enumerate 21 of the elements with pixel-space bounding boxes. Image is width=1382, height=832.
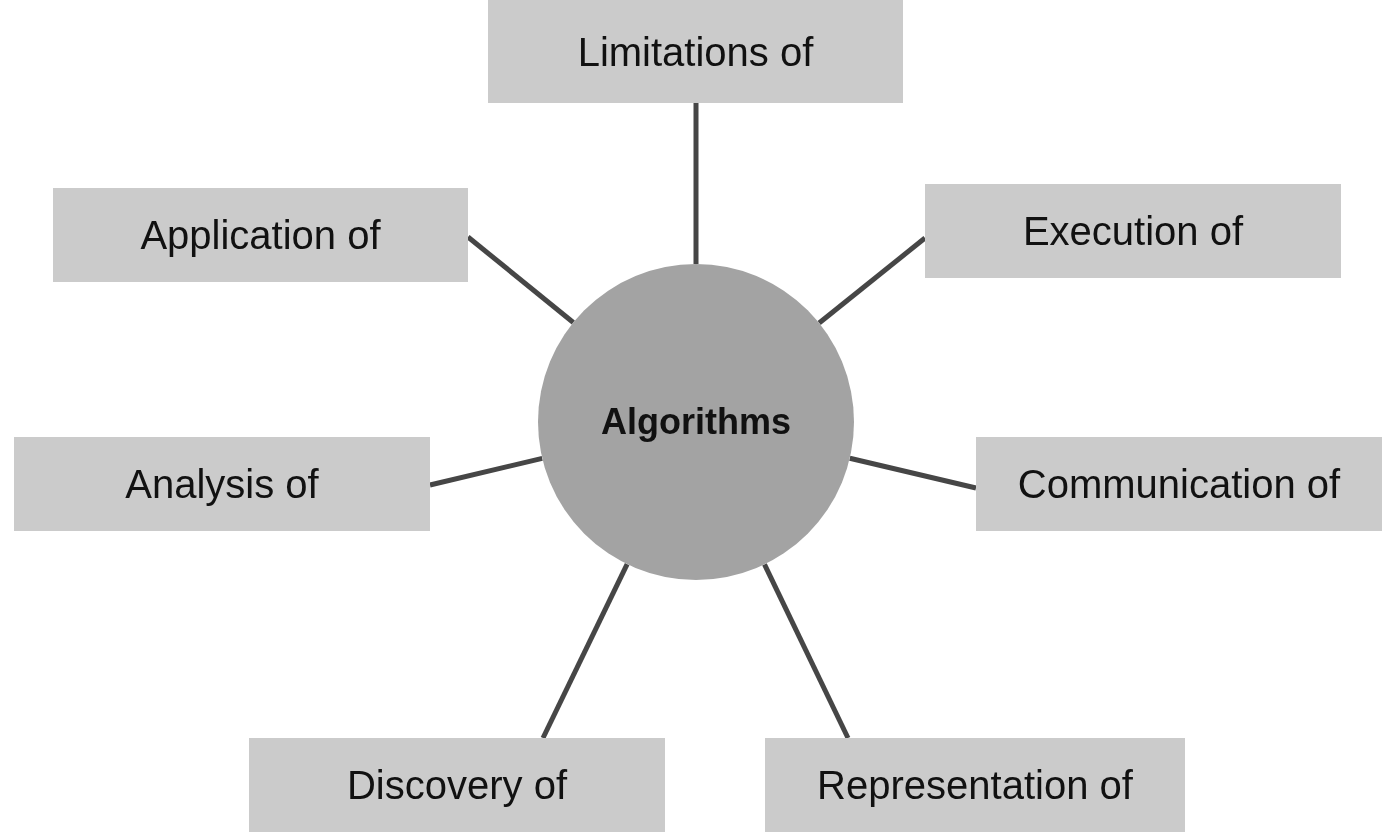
topic-label: Execution of (1022, 208, 1244, 255)
connector-line (540, 563, 630, 740)
connector-line (817, 236, 927, 325)
connector-line (762, 563, 851, 740)
topic-label: Limitations of (577, 28, 814, 76)
topic-label: Communication of (1017, 461, 1341, 508)
connector-line (429, 455, 543, 488)
topic-box (14, 437, 430, 531)
topic-box (53, 188, 468, 282)
topic-box (925, 184, 1341, 278)
center-label: Algorithms (601, 400, 791, 444)
topic-label: Application of (140, 212, 381, 259)
topic-box (976, 437, 1382, 531)
connector-line (693, 103, 699, 264)
topic-box (488, 0, 903, 103)
connector-line (849, 455, 977, 491)
topic-box (765, 738, 1185, 832)
topic-label: Analysis of (125, 461, 319, 508)
topic-box (249, 738, 665, 832)
topic-label: Discovery of (346, 762, 568, 809)
topic-label: Representation of (817, 762, 1133, 809)
